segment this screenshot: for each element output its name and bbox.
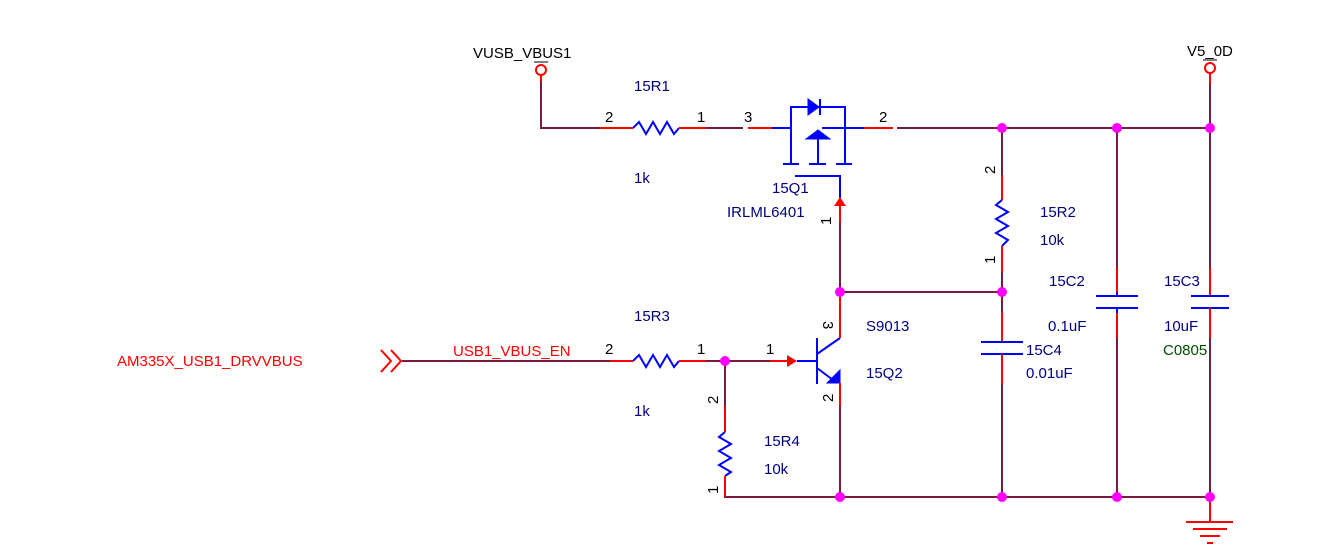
wires bbox=[402, 80, 1211, 520]
power-port-icon bbox=[1204, 62, 1216, 74]
pin-number: 1 bbox=[818, 217, 835, 225]
designator: 15Q1 bbox=[772, 180, 809, 197]
resistor-r3[interactable]: 2 1 15R3 1k bbox=[605, 308, 706, 420]
pin-number: 3 bbox=[744, 109, 752, 126]
value: 10k bbox=[764, 461, 789, 478]
resistor-r1[interactable]: 2 1 15R1 1k bbox=[600, 78, 706, 187]
value: S9013 bbox=[866, 318, 909, 335]
designator: 15C4 bbox=[1026, 342, 1062, 359]
pin-number: 3 bbox=[819, 321, 836, 329]
pin-number: 1 bbox=[766, 341, 774, 358]
resistor-r4[interactable]: 2 1 15R4 10k bbox=[705, 396, 800, 497]
pin-number: 2 bbox=[605, 341, 613, 358]
offsheet-connector[interactable]: AM335X_USB1_DRVVBUS bbox=[117, 349, 403, 373]
capacitor-c4[interactable]: 15C4 0.01uF bbox=[981, 312, 1073, 384]
power-port-label: VUSB_VBUS1 bbox=[473, 45, 571, 62]
resistor-icon bbox=[994, 199, 1010, 247]
designator: 15R4 bbox=[764, 433, 800, 450]
pin-number: 2 bbox=[605, 109, 613, 126]
mosfet-icon bbox=[772, 98, 864, 222]
capacitor-c2[interactable]: 15C2 0.1uF bbox=[1048, 268, 1138, 338]
designator: 15Q2 bbox=[866, 365, 903, 382]
pin-number: 2 bbox=[705, 396, 722, 404]
value: 10uF bbox=[1164, 318, 1198, 335]
power-port-vusb[interactable]: VUSB_VBUS1 bbox=[473, 45, 571, 82]
value: 10k bbox=[1040, 232, 1065, 249]
junction-dot bbox=[1205, 123, 1215, 133]
junction-dot bbox=[1112, 492, 1122, 502]
capacitor-c3[interactable]: 15C3 10uF C0805 bbox=[1163, 268, 1229, 359]
pin-number: 2 bbox=[982, 166, 999, 174]
value: 0.01uF bbox=[1026, 365, 1073, 382]
offsheet-arrow-icon bbox=[390, 349, 403, 373]
power-port-v5[interactable]: V5_0D bbox=[1187, 43, 1233, 84]
transistor-q2[interactable]: 1 3 2 S9013 15Q2 bbox=[766, 296, 909, 406]
power-port-icon bbox=[535, 64, 547, 76]
designator: 15R3 bbox=[634, 308, 670, 325]
value: 1k bbox=[634, 170, 650, 187]
resistor-icon bbox=[632, 120, 680, 136]
junction-dot bbox=[1205, 492, 1215, 502]
junction-dot bbox=[997, 123, 1007, 133]
npn-transistor-icon bbox=[797, 337, 841, 384]
designator: 15C2 bbox=[1049, 273, 1085, 290]
power-port-label: V5_0D bbox=[1187, 43, 1233, 60]
footprint: C0805 bbox=[1163, 342, 1207, 359]
value: 0.1uF bbox=[1048, 318, 1086, 335]
pin-number: 1 bbox=[697, 109, 705, 126]
offsheet-label: AM335X_USB1_DRVVBUS bbox=[117, 353, 303, 370]
value: IRLML6401 bbox=[727, 204, 805, 221]
designator: 15C3 bbox=[1164, 273, 1200, 290]
resistor-r2[interactable]: 2 1 15R2 10k bbox=[982, 166, 1076, 272]
junction-dot bbox=[997, 287, 1007, 297]
value: 1k bbox=[634, 403, 650, 420]
pin-number: 2 bbox=[820, 394, 837, 402]
net-label[interactable]: USB1_VBUS_EN bbox=[453, 343, 571, 360]
designator: 15R2 bbox=[1040, 204, 1076, 221]
pin-number: 2 bbox=[879, 109, 887, 126]
junction-dot bbox=[1112, 123, 1122, 133]
resistor-icon bbox=[632, 353, 680, 369]
ground-symbol[interactable] bbox=[1186, 497, 1233, 544]
junction-dot bbox=[720, 356, 730, 366]
offsheet-arrow-icon bbox=[380, 349, 393, 373]
junction-dot bbox=[835, 287, 845, 297]
pin-number: 1 bbox=[982, 256, 999, 264]
junctions bbox=[720, 123, 1215, 502]
mosfet-q1[interactable]: 3 2 1 15Q1 IRLML6401 bbox=[727, 98, 893, 225]
wire-gnd-rail[interactable] bbox=[724, 476, 1210, 498]
junction-dot bbox=[997, 492, 1007, 502]
designator: 15R1 bbox=[634, 78, 670, 95]
wire-vusb-to-r1[interactable] bbox=[540, 80, 600, 129]
pin-number: 1 bbox=[697, 341, 705, 358]
resistor-icon bbox=[717, 431, 733, 477]
junction-dot bbox=[835, 492, 845, 502]
pin-number: 1 bbox=[705, 486, 722, 494]
